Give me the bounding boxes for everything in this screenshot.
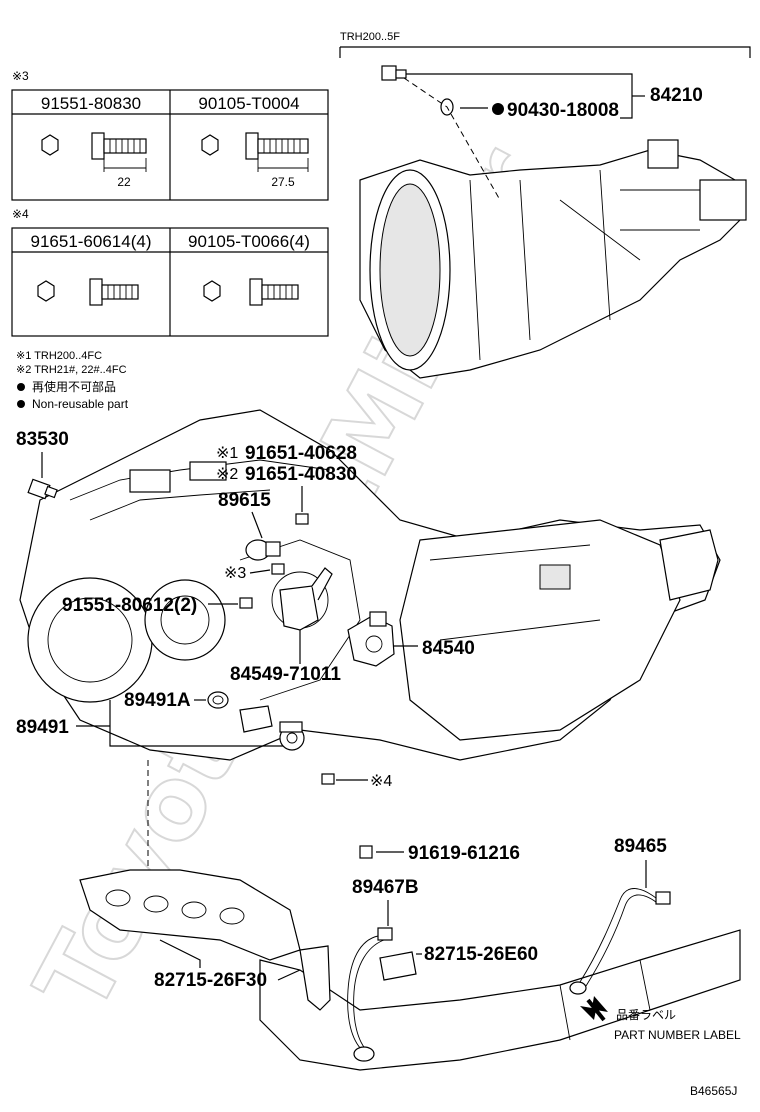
leader-89615 [251, 511, 263, 539]
non-reusable-dot-icon [492, 103, 504, 115]
exhaust-manifold-drawing [79, 869, 741, 1071]
callout-89467B: 89467B [352, 877, 419, 898]
bolt-91619 [359, 845, 373, 859]
callout-83530: 83530 [16, 429, 69, 450]
switch-83530 [27, 478, 58, 500]
non-reusable-dot-icon [17, 383, 25, 391]
bolt-91651 [295, 513, 309, 525]
table4-mark: ※4 [12, 207, 29, 221]
wire-89465 [579, 888, 657, 983]
bracket-84549 [279, 567, 333, 631]
diagram-code: B46565J [690, 1084, 737, 1098]
mark-4: ※4 [370, 773, 392, 790]
table3: 91551-80830 90105-T0004 22 [11, 89, 329, 201]
sensor-84210 [381, 65, 407, 81]
note-3-jp: 再使用不可部品 [32, 379, 116, 394]
leader-82715-26F30 [159, 939, 201, 968]
engine-transmission-drawing [19, 409, 721, 761]
table3-dim-2: 27.5 [271, 175, 295, 189]
flange-bolt-icon [201, 132, 309, 172]
table3-part-2: 90105-T0004 [198, 94, 299, 113]
callout-84540: 84540 [422, 638, 475, 659]
bolt-91551 [239, 597, 253, 609]
leader-84210 [403, 77, 501, 201]
callout-91651-40830: 91651-40830 [245, 464, 357, 485]
oxygen-sensor-89467B [353, 1046, 375, 1062]
callout-89491A: 89491A [124, 690, 191, 711]
callout-90430: 90430-18008 [507, 100, 619, 121]
callout-89491: 89491 [16, 717, 69, 738]
flange-bolt-icon [37, 278, 139, 306]
note-3-en: Non-reusable part [32, 397, 129, 411]
table4-part-1: 91651-60614(4) [31, 232, 152, 251]
bracket-89491 [76, 700, 286, 747]
callout-91651-40628: 91651-40628 [245, 443, 357, 464]
non-reusable-dot-icon [17, 400, 25, 408]
flange-bolt-icon [203, 278, 299, 306]
table3-dim-1: 22 [117, 175, 131, 189]
bolt-mark3 [271, 563, 285, 575]
callout-84549: 84549-71011 [230, 664, 341, 685]
variant-note: TRH200..5F [340, 31, 400, 43]
transmission-top-drawing [359, 139, 747, 379]
table3-mark: ※3 [12, 69, 29, 83]
callout-91551-80612: 91551-80612(2) [62, 595, 197, 616]
sensor-89491 [239, 705, 305, 751]
part-label-jp: 品番ラベル [616, 1008, 676, 1022]
bracket-82715 [299, 945, 331, 1011]
table4: 91651-60614(4) 90105-T0066(4) [11, 227, 329, 337]
connector-89467B [377, 927, 393, 941]
variant-bracket [340, 46, 751, 58]
switch-84540 [347, 611, 395, 667]
oring-89491A [207, 691, 229, 709]
sensor-89615 [245, 539, 281, 561]
mark-3: ※3 [224, 565, 246, 582]
callout-82715-26F30: 82715-26F30 [154, 970, 267, 991]
callout-89615: 89615 [218, 490, 271, 511]
callout-89465: 89465 [614, 836, 667, 857]
table3-part-1: 91551-80830 [41, 94, 141, 113]
note-2: ※2 TRH21#, 22#..4FC [16, 364, 127, 376]
connector-89465 [655, 891, 671, 905]
callout-91619: 91619-61216 [408, 843, 520, 864]
callout-84210: 84210 [650, 85, 703, 106]
oxygen-sensor-89465 [569, 981, 587, 995]
part-label-en: PART NUMBER LABEL [614, 1028, 741, 1042]
wire-89467B [347, 935, 379, 1051]
bolt-mark4 [321, 773, 335, 785]
mark-2: ※2 [216, 466, 238, 483]
callout-82715-26E60: 82715-26E60 [424, 944, 538, 965]
note-1: ※1 TRH200..4FC [16, 350, 102, 362]
flange-bolt-icon [41, 132, 147, 172]
mark-1: ※1 [216, 445, 238, 462]
bracket-82715-26E60 [379, 951, 417, 981]
table4-part-2: 90105-T0066(4) [188, 232, 310, 251]
